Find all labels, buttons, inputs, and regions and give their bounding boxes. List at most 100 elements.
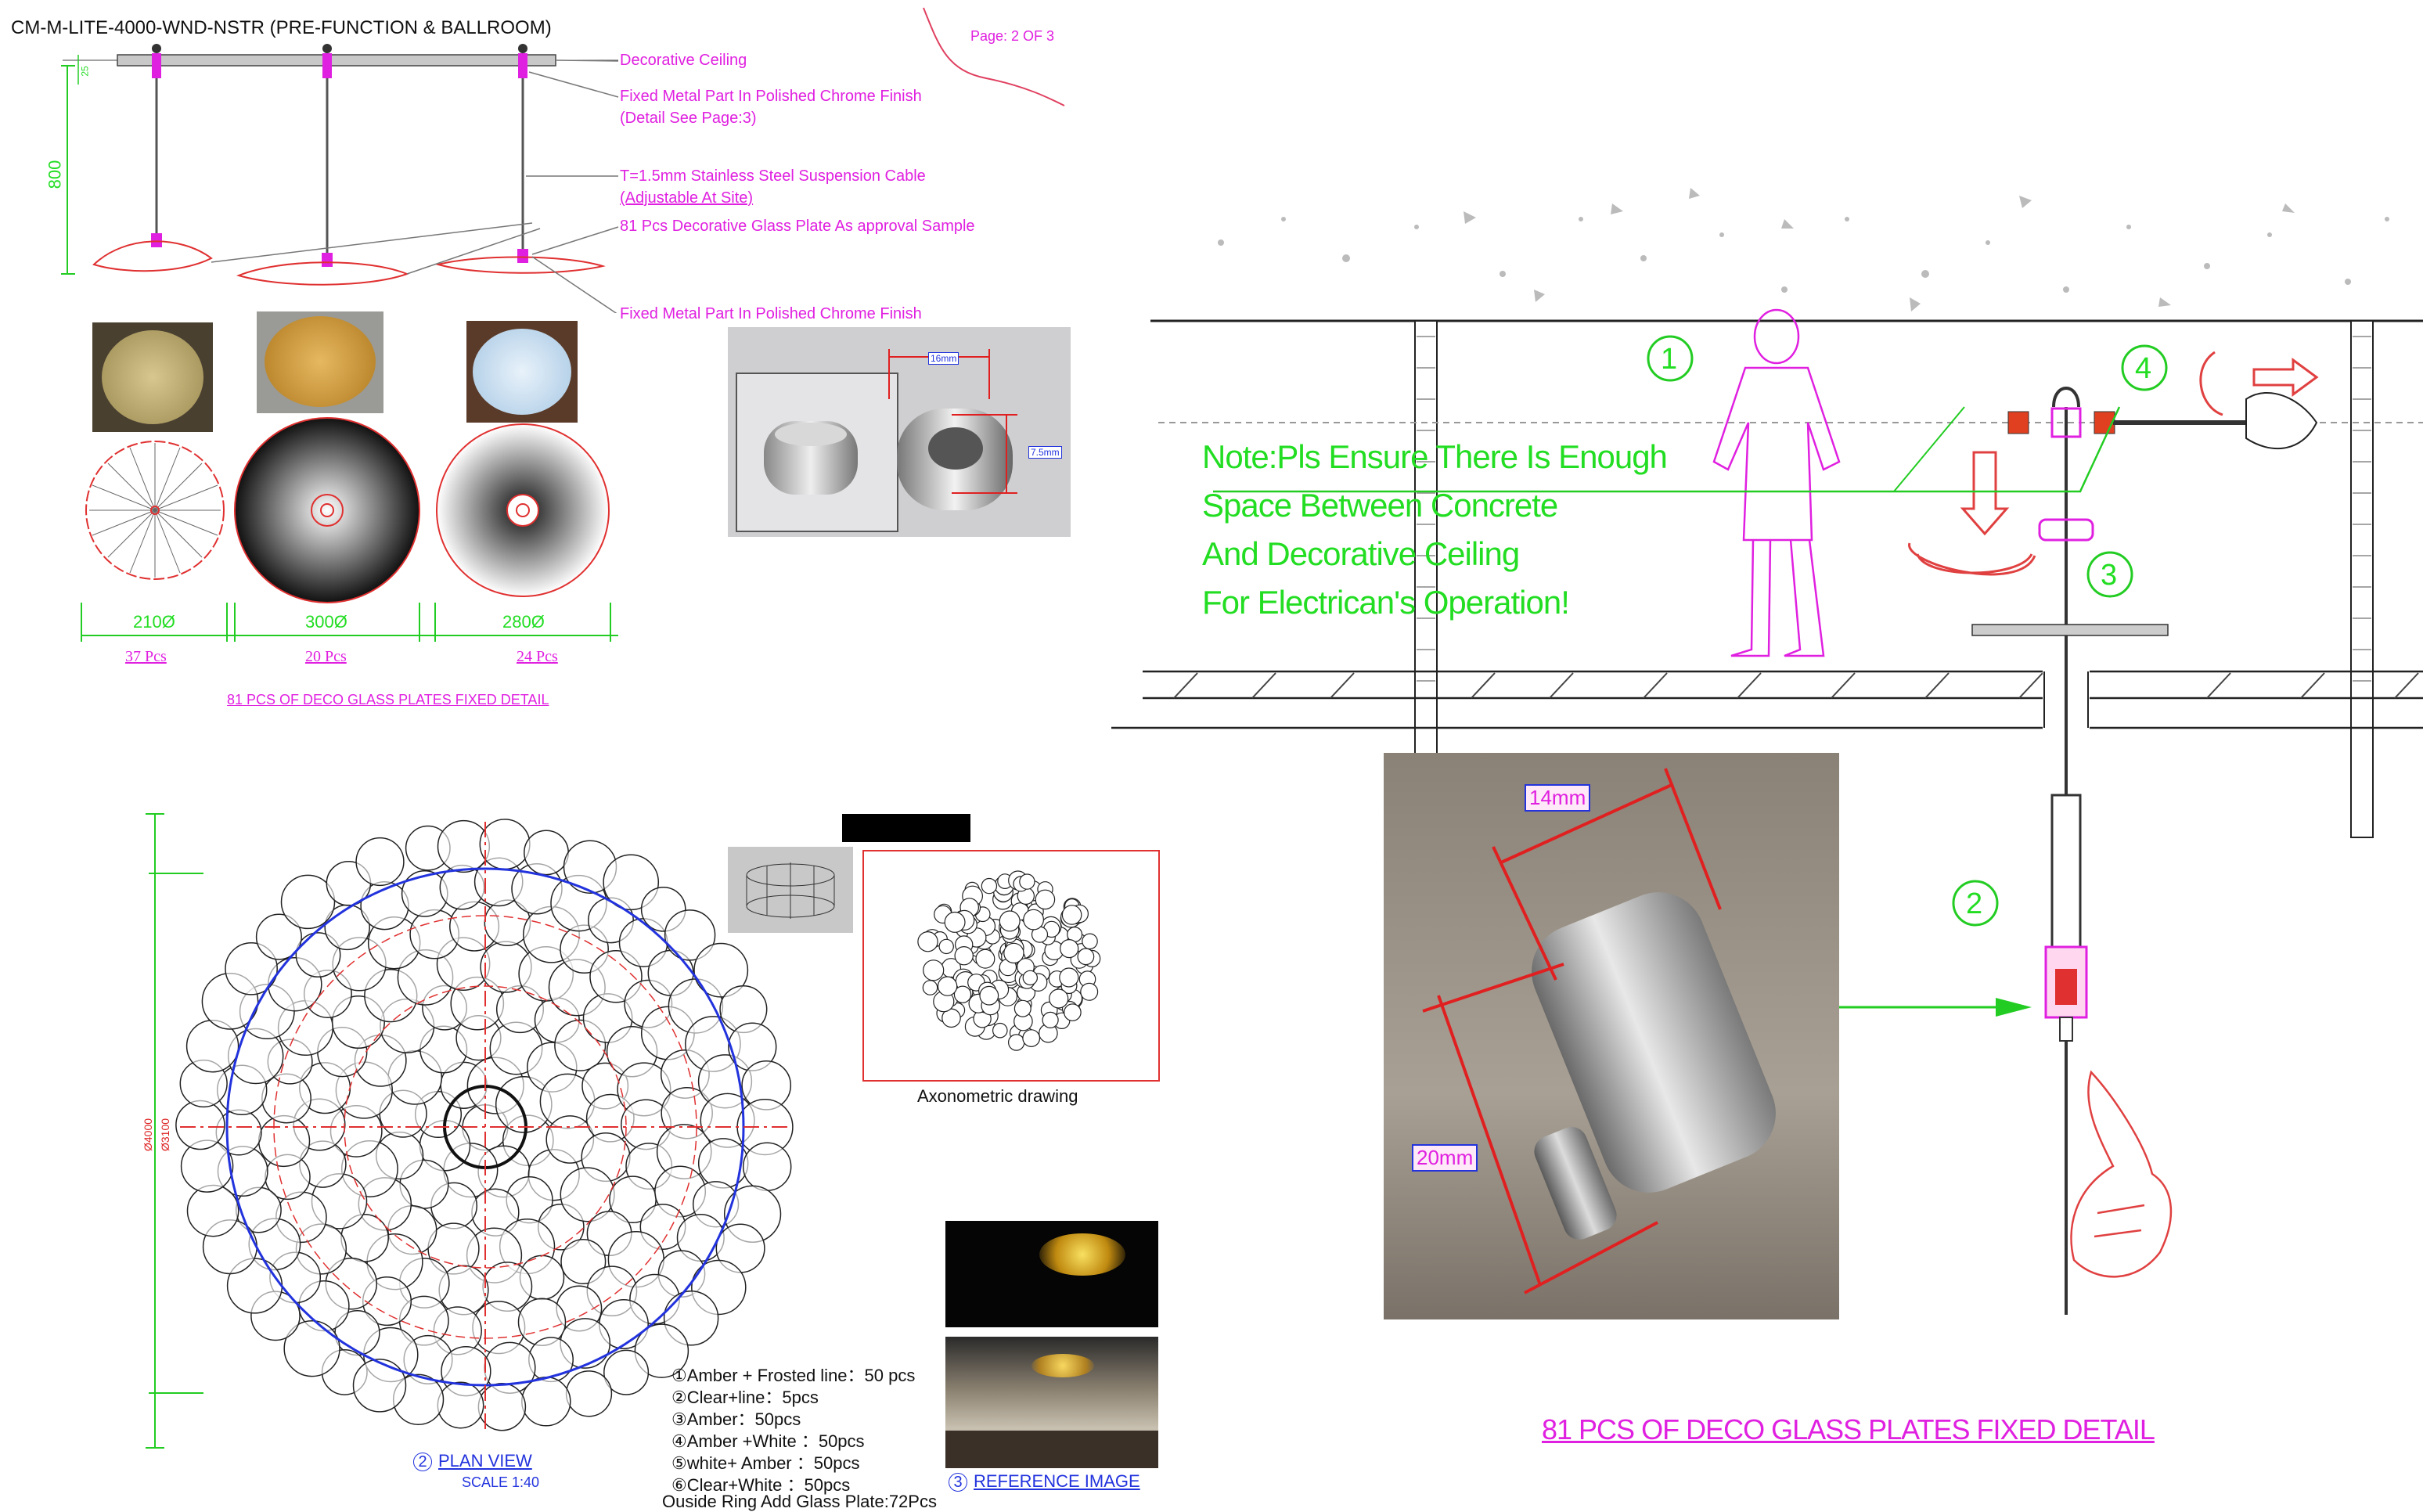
plan-glass-circle [257, 1114, 311, 1168]
plan-glass-circle [603, 1349, 650, 1395]
axo-glass-circle [1077, 948, 1095, 966]
plan-glass-circle [355, 837, 405, 887]
plate-dim-lines [81, 603, 618, 642]
axo-glass-circle [1080, 982, 1099, 1001]
fixing-dim-b: 7.5mm [1028, 446, 1062, 459]
legend-item-4: ④Amber +White ：50pcs [671, 1431, 865, 1451]
plan-glass-circles [175, 819, 794, 1431]
callout-cable: T=1.5mm Stainless Steel Suspension Cable [620, 167, 926, 185]
plate-photo-210 [92, 322, 213, 432]
plate-qty-280: 24 Pcs [517, 648, 558, 665]
axo-glass-circle [1082, 933, 1098, 950]
small-dim: 25 [79, 66, 91, 77]
reference-label: REFERENCE IMAGE [974, 1471, 1140, 1491]
plate-photo-300 [257, 311, 383, 413]
elevation-drawing [61, 7, 1065, 313]
plate-qty-300: 20 Pcs [305, 648, 347, 665]
plate-dia-280: 280Ø [502, 612, 545, 632]
person-figure [1712, 308, 1841, 657]
plan-glass-circle [225, 941, 278, 995]
legend-item-3: ③Amber：50pcs [671, 1409, 801, 1429]
plate-qty-210: 37 Pcs [125, 648, 167, 665]
plan-dim-main: Ø4000 [142, 1118, 155, 1152]
black-label-bar [842, 814, 970, 842]
rotation-arrows [1908, 351, 2319, 576]
plan-glass-circle [524, 830, 569, 876]
plan-glass-circle [521, 1377, 571, 1427]
plate-photo-280 [466, 321, 578, 423]
plate-drawings [81, 417, 618, 642]
plan-glass-circle [664, 909, 716, 961]
plan-glass-circle [603, 854, 660, 911]
marker-1: 1 [1661, 343, 1678, 376]
fixing-dim-a: 16mm [928, 352, 959, 365]
legend-item-6: ⑥Clear+White ：50pcs [671, 1475, 851, 1495]
axo-glass-circle [1064, 1003, 1082, 1021]
fixing-photo: 16mm 7.5mm [728, 327, 1071, 537]
axo-glass-circle [1013, 999, 1031, 1017]
note-line-3: And Decorative Ceiling [1202, 535, 1520, 572]
axo-glass-circle [953, 985, 972, 1003]
axo-glass-circle [1049, 988, 1069, 1009]
axo-glass-circle [992, 1022, 1008, 1039]
axo-glass-circle [1022, 970, 1038, 986]
plate-dia-210: 210Ø [133, 612, 175, 632]
note-line-1: Note:Pls Ensure There Is Enough [1202, 438, 1668, 475]
marker-circles [1647, 335, 2168, 927]
callout-adjustable: (Adjustable At Site) [620, 189, 754, 207]
wireframe-thumbnail [728, 847, 853, 933]
plan-glass-circle [437, 1381, 484, 1429]
axo-glass-circle [922, 980, 938, 995]
note-line-4: For Electrican's Operation! [1202, 584, 1570, 621]
plan-glass-circle [693, 942, 749, 998]
axo-glass-circle [975, 949, 995, 969]
left-column [1414, 320, 1438, 838]
elevation-leaders [211, 59, 619, 313]
reference-photo-chandelier [945, 1221, 1158, 1327]
plate-drawing-280 [436, 423, 610, 597]
plan-glass-circle [352, 1359, 407, 1413]
axo-glass-circle [954, 945, 974, 966]
bottom-fitting [2044, 794, 2088, 1042]
plan-glass-circle [255, 913, 302, 960]
plan-glass-circle [528, 1337, 574, 1383]
plate-drawing-300 [234, 417, 420, 603]
callout-detail-see: (Detail See Page:3) [620, 110, 757, 127]
plate-dia-300: 300Ø [305, 612, 347, 632]
hanger-left [92, 44, 213, 272]
section-detail-drawing [1111, 188, 2423, 1315]
legend-item-7: Ouside Ring Add Glass Plate:72Pcs [662, 1492, 937, 1511]
axo-glass-circle [1059, 967, 1079, 988]
marker-4: 4 [2135, 352, 2152, 385]
pointing-hand [2070, 1070, 2173, 1278]
callout-fixed-part-top: Fixed Metal Part In Polished Chrome Fini… [620, 88, 922, 105]
reference-photo-lobby [945, 1337, 1158, 1468]
plates-caption: 81 PCS OF DECO GLASS PLATES FIXED DETAIL [227, 692, 549, 707]
plan-glass-circle [560, 1238, 607, 1285]
plan-glass-circle [283, 1320, 340, 1377]
note-line-2: Space Between Concrete [1202, 487, 1558, 524]
axo-glass-circle [981, 877, 998, 895]
callout-fixed-part-bottom: Fixed Metal Part In Polished Chrome Fini… [620, 305, 922, 322]
drawing-title: CM-M-LITE-4000-WND-NSTR (PRE-FUNCTION & … [11, 17, 552, 38]
page-curve [923, 7, 1065, 106]
right-column [2350, 320, 2374, 838]
plan-glass-circle [280, 874, 336, 930]
axo-glass-circle [1042, 1011, 1059, 1028]
plan-glass-circle [186, 1184, 239, 1237]
cylinder-fitting-photo: 14mm 20mm [1384, 753, 1839, 1319]
plan-glass-circle [742, 1142, 792, 1191]
cylinder-dim-width: 14mm [1525, 784, 1591, 812]
axo-glass-circle [979, 985, 999, 1006]
callout-glass-plate: 81 Pcs Decorative Glass Plate As approva… [620, 218, 975, 235]
marker-3: 3 [2101, 559, 2118, 592]
hanger-right [435, 44, 606, 274]
marker-2: 2 [1966, 887, 1983, 920]
reference-number: 3 [949, 1473, 967, 1492]
axo-glass-circle [1022, 1029, 1041, 1048]
top-fitting [1158, 391, 2423, 636]
ceiling-bar [117, 54, 556, 67]
cylinder-dim-length: 20mm [1412, 1144, 1478, 1172]
axo-glass-circle [937, 976, 958, 996]
axo-glass-circle [1019, 873, 1035, 890]
